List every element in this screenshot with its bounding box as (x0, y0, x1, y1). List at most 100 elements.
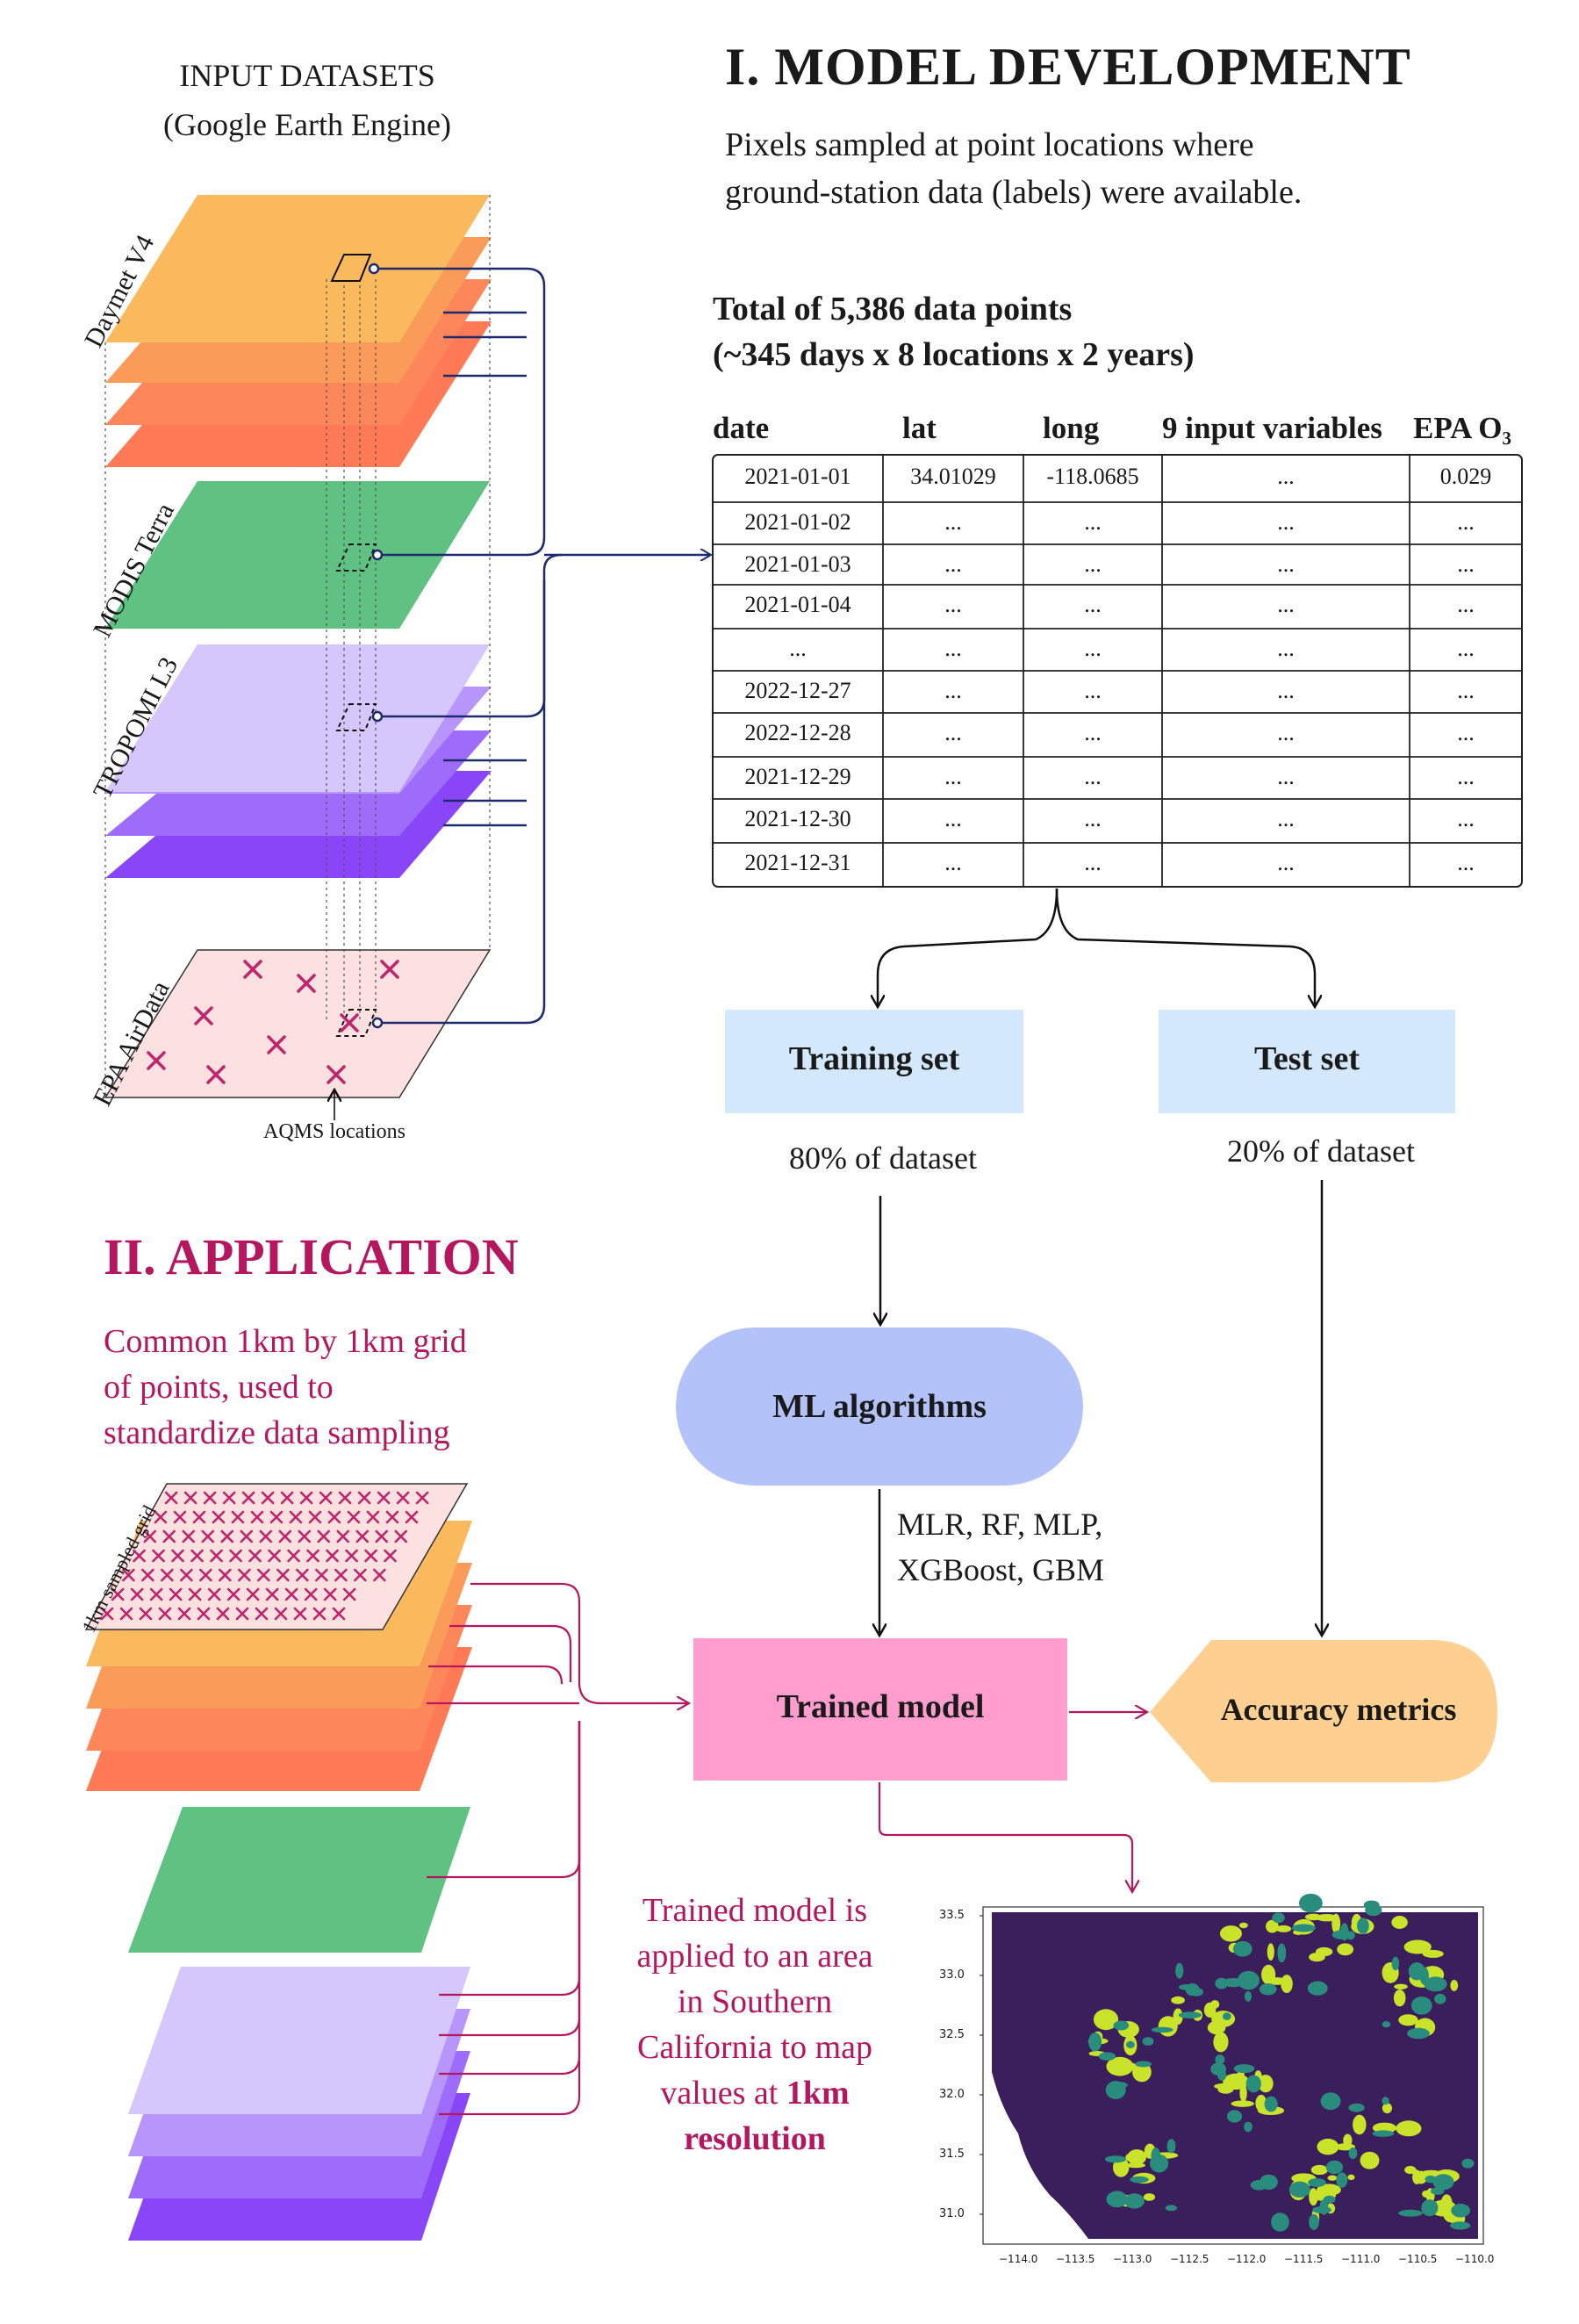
table-cell: ... (789, 636, 807, 661)
map-mid-blob (1112, 2082, 1128, 2089)
map-high-blob (1266, 1919, 1279, 1933)
map-mid-blob (1098, 2052, 1116, 2061)
map-mid-blob (1135, 2061, 1152, 2068)
map-high-blob (1219, 1925, 1242, 1942)
map-mid-blob (1312, 2205, 1332, 2214)
map-mid-blob (1382, 2097, 1389, 2105)
grid-x-marker (357, 1491, 371, 1505)
map-high-blob (1396, 2120, 1422, 2137)
map-high-blob (1171, 1996, 1185, 2004)
table-cell: ... (944, 592, 962, 617)
table-header-epa-o3: EPA O₃ (1413, 411, 1511, 445)
grid-x-marker (199, 1568, 212, 1582)
map-mid-blob (1142, 2037, 1154, 2047)
map-mid-blob (1450, 2221, 1471, 2230)
table-cell: ... (1277, 850, 1295, 875)
applied-line: in Southern (677, 1983, 833, 2020)
grid-x-marker (284, 1587, 298, 1601)
test-set-label: Test set (1254, 1040, 1360, 1077)
map-x-tick: −112.0 (1227, 2253, 1267, 2265)
grid-x-marker (276, 1568, 290, 1582)
map-mid-blob (1336, 2172, 1348, 2188)
table-cell: 2022-12-28 (744, 720, 851, 745)
table-cell: ... (1084, 509, 1102, 535)
grid-x-marker (384, 1549, 397, 1563)
grid-x-marker (280, 1491, 294, 1505)
trained-model-label: Trained model (776, 1688, 985, 1725)
algorithms-list: MLR, RF, MLP, XGBoost, GBM (897, 1501, 1104, 1593)
grid-x-marker (293, 1607, 307, 1621)
table-cell: ... (1457, 764, 1475, 789)
grid-x-marker (268, 1549, 281, 1563)
map-high-blob (1422, 2190, 1431, 2198)
map-mid-blob (1190, 1987, 1203, 1997)
algorithms-line: MLR, RF, MLP, (897, 1507, 1103, 1542)
applied-line: Trained model is (642, 1892, 868, 1929)
grid-x-marker (394, 1529, 408, 1543)
grid-x-marker (405, 1510, 419, 1524)
grid-x-marker (296, 1568, 309, 1582)
map-high-blob (1403, 1939, 1432, 1954)
map-high-blob (1132, 2061, 1152, 2083)
map-mid-blob (1325, 2160, 1344, 2175)
table-cell: ... (1277, 678, 1295, 703)
map-high-blob (1309, 2188, 1318, 2206)
map-high-blob (1382, 2103, 1393, 2114)
total-line: (~345 days x 8 locations x 2 years) (713, 336, 1195, 373)
table-cell: ... (1457, 720, 1475, 745)
grid-x-marker (317, 1529, 331, 1543)
grid-x-marker (143, 1529, 157, 1543)
grid-x-marker (250, 1510, 264, 1524)
map-mid-blob (1126, 2040, 1135, 2049)
modis-pixel (335, 543, 377, 572)
table-cell: ... (1277, 636, 1295, 661)
map-mid-blob (1217, 2069, 1227, 2081)
grid-x-marker (177, 1607, 191, 1621)
map-mid-blob (1178, 1984, 1193, 1990)
table-cell: ... (1457, 509, 1475, 535)
data-table-grid (712, 454, 1523, 888)
grid-x-marker (201, 1529, 215, 1543)
applied-text: values at (660, 2075, 779, 2112)
grid-x-marker (212, 1510, 226, 1524)
grid-x-marker (319, 1491, 333, 1505)
grid-x-marker (139, 1607, 153, 1621)
map-high-blob (1258, 2075, 1274, 2093)
table-cell: ... (944, 764, 962, 789)
grid-x-marker (246, 1587, 260, 1601)
application-stack (84, 1483, 472, 2241)
map-high-blob (1310, 2164, 1328, 2176)
map-x-tick: −111.5 (1284, 2253, 1324, 2265)
grid-x-marker (173, 1510, 187, 1524)
grid-x-marker (287, 1549, 300, 1563)
grid-x-marker (315, 1568, 328, 1582)
map-mid-blob (1245, 2075, 1261, 2093)
map-high-blob (1223, 2073, 1249, 2090)
table-cell: ... (1277, 592, 1295, 617)
grid-x-marker (219, 1568, 232, 1582)
accuracy-metrics-box (1150, 1640, 1497, 1782)
applied-line: values at 1km (606, 2070, 904, 2116)
grid-x-marker (334, 1568, 348, 1582)
map-mid-blob (1365, 1903, 1382, 1917)
map-mid-blob (1323, 2195, 1336, 2204)
grid-x-marker (203, 1491, 217, 1505)
table-cell: ... (1277, 551, 1295, 577)
map-x-tick: −110.0 (1455, 2253, 1495, 2265)
grid-x-marker (336, 1529, 350, 1543)
applied-line: applied to an area (636, 1938, 873, 1975)
table-cell: 2021-01-03 (744, 551, 851, 577)
input-layer-stack (104, 195, 492, 1120)
table-cell: ... (1277, 464, 1295, 489)
output-map (980, 1893, 1484, 2245)
applied-line: resolution (606, 2116, 904, 2162)
grid-x-marker (323, 1587, 337, 1601)
daymet-layer (105, 195, 490, 342)
map-high-blob (1238, 1922, 1248, 1929)
grid-x-marker (111, 1587, 125, 1601)
map-high-blob (1347, 2174, 1355, 2181)
map-mid-blob (1237, 1970, 1260, 1990)
grid-x-marker (162, 1529, 176, 1543)
table-cell: ... (1084, 592, 1102, 617)
grid-x-marker (347, 1510, 361, 1524)
